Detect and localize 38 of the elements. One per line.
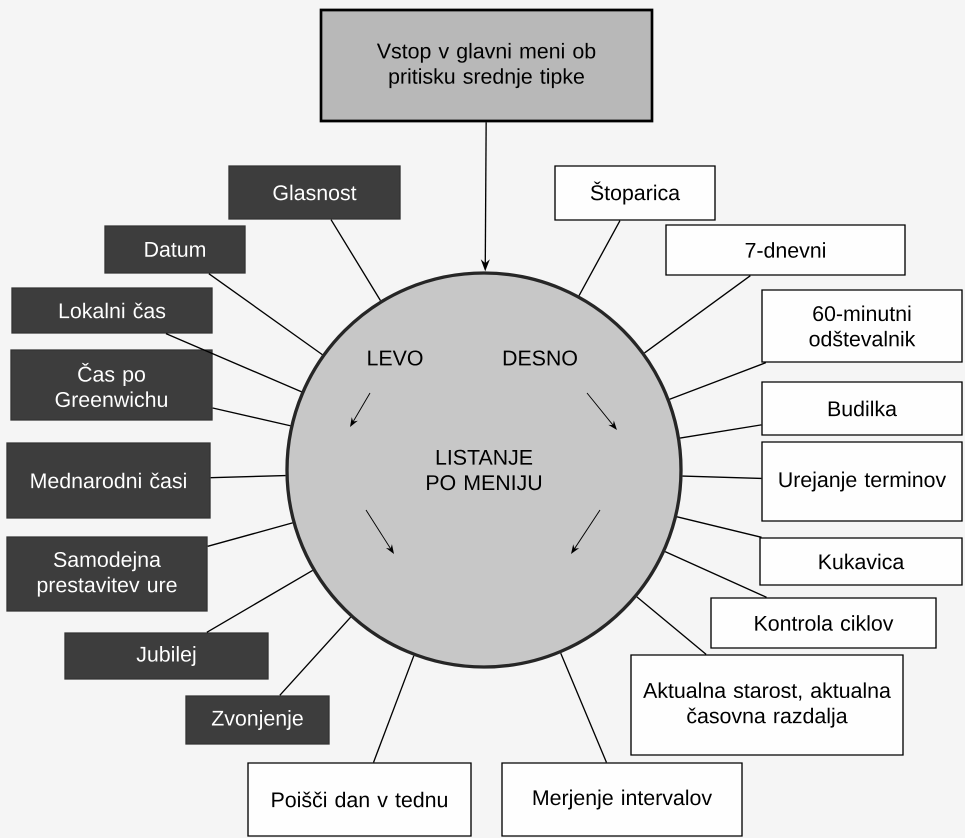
menu-item-box: Budilka: [761, 381, 963, 436]
menu-item-box: Poišči dan v tednu: [247, 762, 472, 837]
menu-item-box: Urejanje terminov: [761, 441, 963, 522]
connector-line: [212, 407, 290, 426]
circle-label: DESNO: [504, 350, 577, 366]
connector-line: [560, 652, 608, 763]
menu-item-box: Glasnost: [228, 165, 401, 220]
connector-line: [578, 220, 621, 296]
menu-item-box: Aktualna starost, aktualna časovna razdalja: [630, 654, 904, 756]
menu-item-box: Jubilej: [64, 632, 269, 680]
circle-label: LISTANJE PO MENIJU: [427, 450, 542, 490]
menu-item-box: Čas po Greenwichu: [10, 349, 213, 421]
menu-item-box: 7-dnevni: [665, 224, 906, 276]
connector-line: [208, 522, 293, 547]
menu-item-box: Štoparica: [554, 165, 716, 221]
start-box: Vstop v glavni meni ob pritisku srednje tipke: [320, 8, 654, 122]
menu-item-box: Zvonjenje: [185, 695, 330, 745]
menu-item-box: Samodejna prestavitev ure: [6, 536, 208, 612]
connector-line: [669, 362, 766, 400]
connector-line: [208, 273, 323, 356]
menu-item-box: Mednarodni časi: [6, 442, 211, 519]
connector-line: [680, 424, 762, 439]
connector-line: [372, 656, 414, 763]
connector-line: [166, 333, 302, 392]
circle-label: LEVO: [368, 350, 422, 366]
menu-item-box: Kukavica: [759, 537, 963, 586]
connector-line: [279, 616, 352, 696]
menu-item-box: Datum: [104, 225, 246, 274]
menu-item-box: Lokalni čas: [11, 287, 213, 334]
menu-item-box: Merjenje intervalov: [501, 762, 743, 837]
connector-line: [330, 219, 381, 301]
connector-line: [210, 474, 286, 478]
connector-line: [676, 516, 762, 538]
connector-line: [644, 275, 751, 354]
connector-line: [682, 475, 762, 480]
menu-item-box: Kontrola ciklov: [710, 597, 937, 649]
menu-item-box: 60-minutni odštevalnik: [761, 289, 963, 363]
connector-line: [206, 570, 313, 633]
